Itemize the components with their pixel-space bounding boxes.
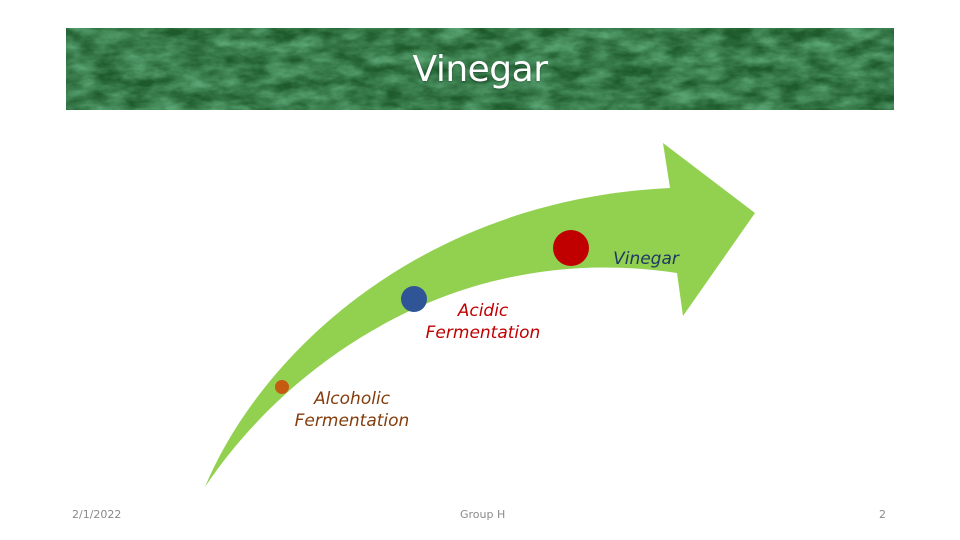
slide-title: Vinegar — [412, 48, 548, 90]
stage-label-line1: Acidic — [457, 301, 509, 321]
banner-veins — [66, 28, 894, 110]
stage-label-line2: Fermentation — [294, 411, 410, 431]
stage-label-vinegar: Vinegar — [606, 248, 686, 270]
stage-label-line2: Fermentation — [425, 323, 541, 343]
stage-label-line1: Alcoholic — [313, 389, 391, 409]
stage-label-alcoholic-fermentation: Alcoholic Fermentation — [290, 388, 414, 432]
curved-arrow — [205, 143, 755, 487]
footer-date: 2/1/2022 — [72, 508, 122, 521]
alcoholic-fermentation-dot — [275, 380, 289, 394]
footer-center-text: Group H — [460, 508, 506, 521]
stage-label-acidic-fermentation: Acidic Fermentation — [421, 300, 545, 344]
marble-texture — [66, 28, 894, 110]
title-banner: Vinegar — [66, 28, 894, 110]
vinegar-dot — [553, 230, 589, 266]
footer-page-number: 2 — [879, 508, 886, 521]
stage-label-line1: Vinegar — [613, 249, 679, 269]
acidic-fermentation-dot — [401, 286, 427, 312]
